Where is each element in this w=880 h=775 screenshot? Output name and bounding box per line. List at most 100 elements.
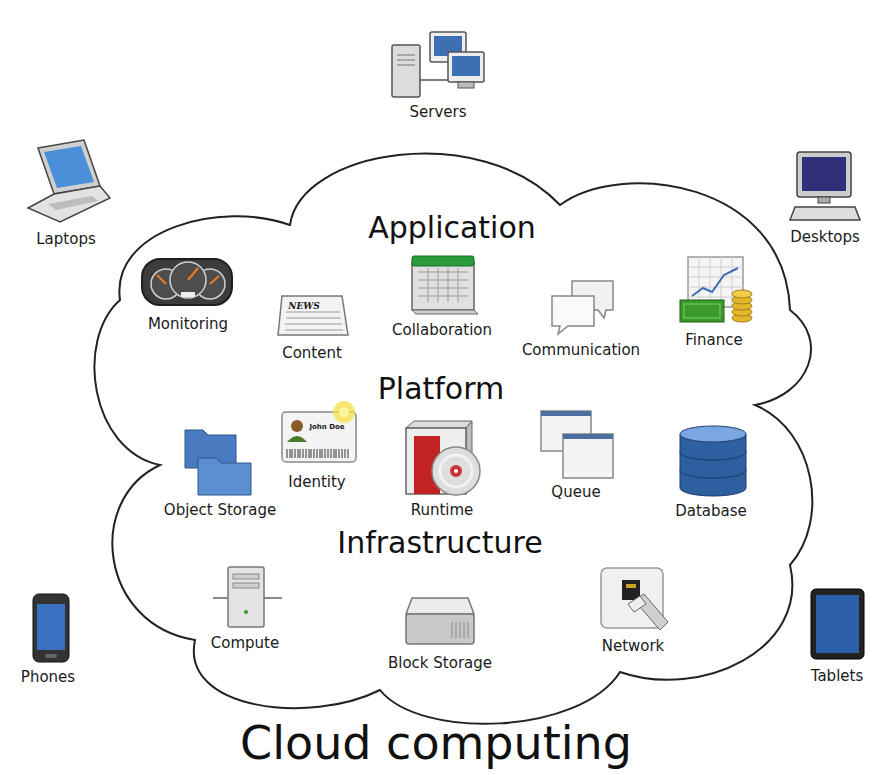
- database-icon: [680, 426, 746, 496]
- monitoring-icon: [157, 275, 166, 284]
- layer-heading: Application: [368, 211, 536, 246]
- icon-label: Content: [282, 344, 342, 362]
- hard-drive-icon: [406, 598, 474, 644]
- icon-label: Object Storage: [164, 501, 276, 519]
- runtime-icon: [406, 421, 472, 428]
- icon-label: Runtime: [411, 501, 474, 519]
- laptop-icon: [28, 140, 110, 222]
- finance-icon: [684, 304, 720, 318]
- diagram-title: Cloud computing: [240, 719, 632, 767]
- queue-icon: [563, 434, 613, 478]
- icon-label: Monitoring: [148, 315, 228, 333]
- icon-label: Identity: [288, 473, 346, 491]
- desktop-icon: [790, 207, 860, 220]
- id-card-icon: [287, 449, 348, 458]
- icon-label: Collaboration: [392, 321, 492, 339]
- queue-icon: [563, 434, 613, 439]
- newspaper-icon: [286, 318, 341, 319]
- layer-heading: Infrastructure: [337, 525, 542, 560]
- icon-label: Network: [602, 637, 665, 655]
- icon-label: Servers: [409, 103, 466, 121]
- icon-label: Tablets: [811, 667, 864, 685]
- icon-label: Phones: [21, 668, 75, 686]
- calendar-icon: [412, 256, 478, 314]
- icon-label: Collaboration: [392, 321, 492, 339]
- runtime-icon: [440, 455, 472, 487]
- icon-label: NEWS: [288, 295, 320, 313]
- calendar-icon: [412, 310, 478, 314]
- compute-icon: [228, 567, 264, 627]
- hard-drive-icon: [452, 622, 468, 638]
- calendar-icon: [418, 268, 468, 302]
- laptop-icon: [38, 140, 100, 194]
- monitoring-icon: [170, 262, 206, 298]
- servers-icon: [458, 82, 474, 88]
- runtime-icon: [406, 421, 480, 495]
- compute-icon: [213, 567, 282, 627]
- icon-label: Block Storage: [388, 654, 492, 672]
- icon-label: Monitoring: [148, 315, 228, 333]
- icon-label: Queue: [551, 483, 600, 501]
- laptop-icon: [48, 196, 98, 210]
- icon-label: Compute: [211, 634, 279, 652]
- finance-icon: [692, 268, 738, 296]
- layer-heading: Application: [368, 210, 536, 245]
- icon-label: Finance: [685, 331, 742, 349]
- newspaper-icon: [285, 330, 343, 331]
- folders-icon: [198, 458, 251, 495]
- icon-label: Desktops: [790, 228, 860, 246]
- icon-label: Identity: [288, 473, 346, 491]
- desktop-icon: [802, 157, 846, 191]
- hard-drive-icon: [406, 598, 474, 614]
- monitoring-icon: [188, 268, 198, 280]
- desktop-icon: [818, 197, 830, 203]
- calendar-icon: [412, 256, 474, 266]
- queue-icon: [541, 411, 613, 478]
- folders-icon: [185, 430, 251, 495]
- laptop-icon: [28, 186, 110, 222]
- phone-icon: [45, 654, 57, 658]
- icon-label: Communication: [522, 341, 640, 359]
- icon-label: Communication: [522, 341, 640, 359]
- phone-icon: [33, 594, 69, 662]
- servers-icon: [397, 65, 415, 66]
- network-jack-icon: [601, 568, 668, 630]
- icon-label: Desktops: [790, 228, 860, 246]
- id-card-icon: [291, 420, 303, 432]
- tablet-icon: [811, 589, 864, 659]
- servers-icon: [397, 55, 415, 56]
- icon-label: Compute: [211, 634, 279, 652]
- network-jack-icon: [622, 580, 640, 600]
- laptop-icon: [44, 146, 94, 188]
- id-card-icon: [287, 436, 307, 442]
- servers-icon: [397, 60, 415, 61]
- speech-bubbles-icon: [552, 281, 613, 334]
- cloud-outline: [94, 154, 812, 724]
- icon-label: Network: [602, 637, 665, 655]
- newspaper-icon: [278, 296, 348, 335]
- icon-label: Object Storage: [164, 501, 276, 519]
- runtime-icon: [450, 465, 462, 477]
- icon-label: NEWS: [288, 301, 320, 311]
- layer-heading: Infrastructure: [337, 526, 542, 561]
- hard-drive-icon: [406, 614, 474, 644]
- desktop-icon: [797, 152, 851, 197]
- finance-icon: [680, 257, 752, 322]
- id-card-icon: [333, 401, 355, 423]
- icon-label: Database: [675, 502, 747, 520]
- queue-icon: [541, 411, 591, 416]
- tablet-icon: [811, 589, 864, 659]
- monitoring-icon: [181, 292, 195, 297]
- icon-label: Laptops: [36, 230, 95, 248]
- newspaper-icon: [278, 296, 348, 335]
- newspaper-icon: [285, 324, 342, 325]
- monitoring-icon: [210, 276, 219, 284]
- finance-icon: [680, 300, 724, 322]
- servers-icon: [420, 79, 448, 81]
- calendar-icon: [412, 262, 474, 310]
- icon-label: John Doe: [309, 423, 344, 431]
- runtime-icon: [432, 447, 480, 495]
- icon-label: Runtime: [411, 501, 474, 519]
- tablet-icon: [816, 595, 859, 653]
